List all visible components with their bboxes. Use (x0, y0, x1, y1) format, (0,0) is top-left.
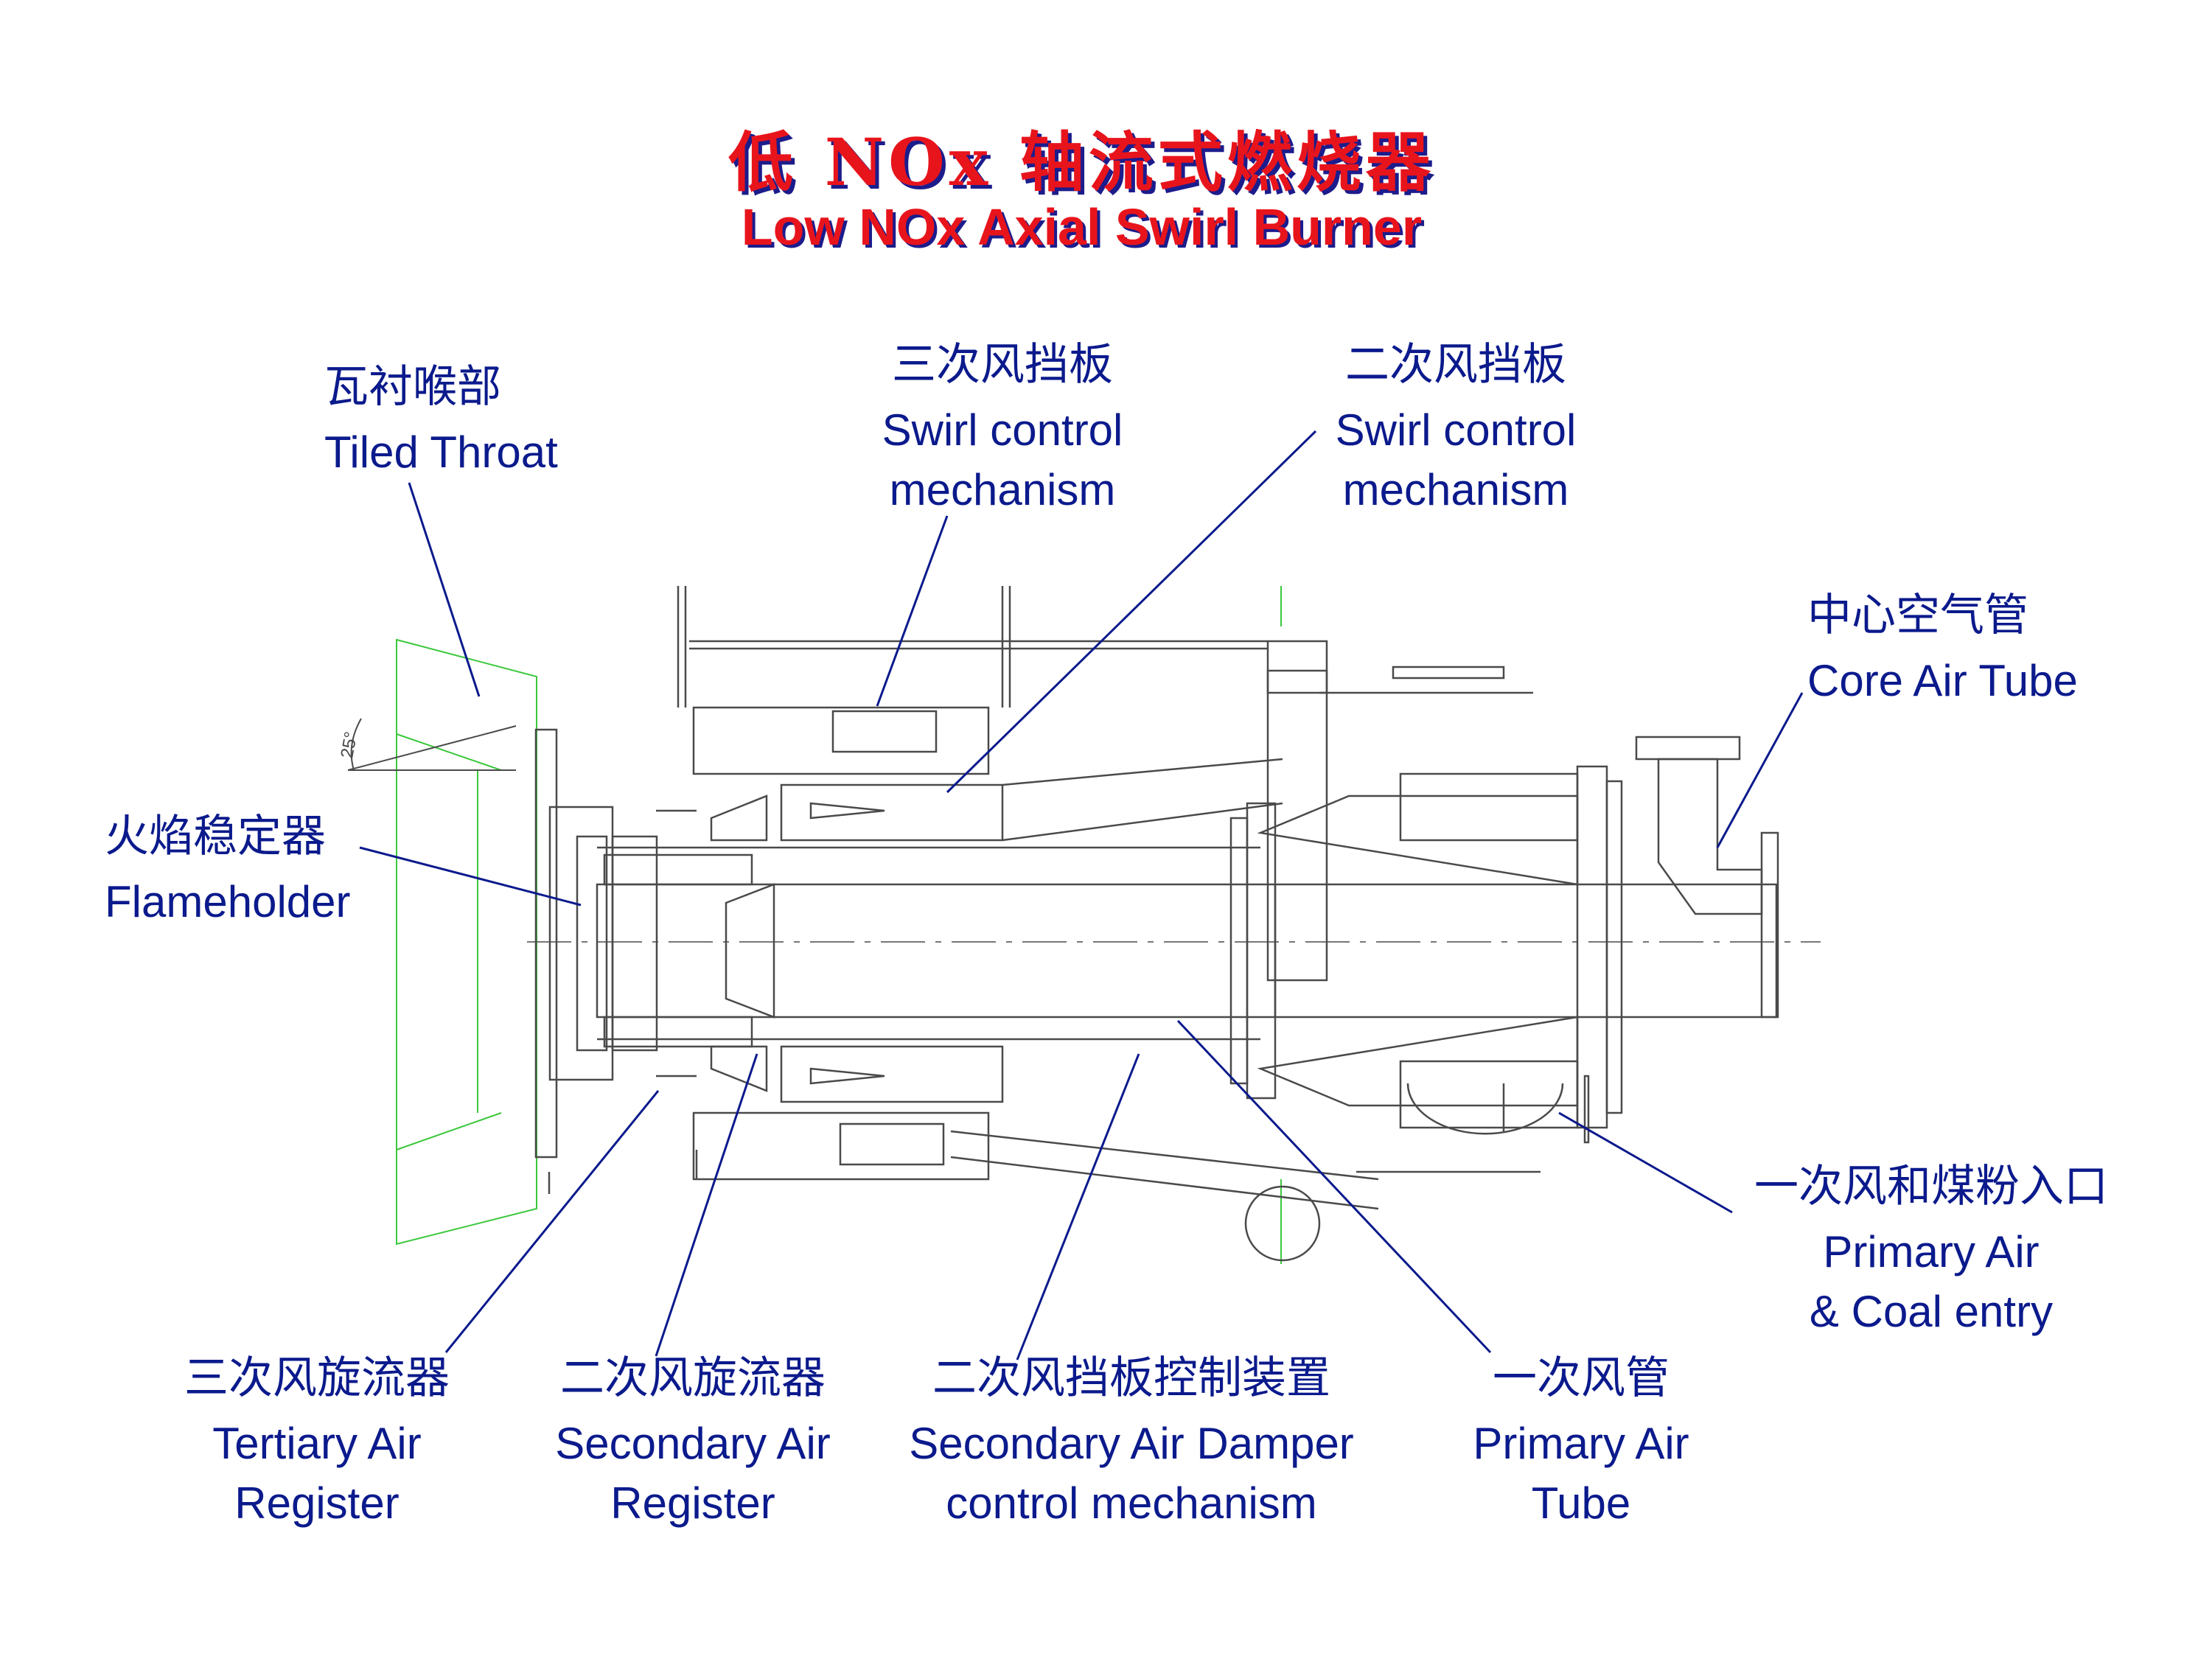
primary-air-tube-en1: Primary Air (1473, 1419, 1689, 1468)
flameholder-cn: 火焰稳定器 (105, 811, 326, 862)
label-primary-air-coal-entry: 一次风和煤粉入口 Primary Air & Coal entry (1725, 1164, 2138, 1341)
tiled-throat-cn: 瓦衬喉部 (324, 361, 501, 413)
tertiary-swirl-control-en1: Swirl control (882, 405, 1123, 455)
page-title-cn: 低 NOx 轴流式燃烧器 (728, 124, 1435, 200)
tiled-throat-en: Tiled Throat (324, 427, 558, 477)
secondary-air-damper-en2: control mechanism (946, 1478, 1317, 1528)
angle-label: 25° (337, 730, 361, 760)
tertiary-swirl-control-cn: 三次风挡板 (892, 339, 1113, 391)
label-tiled-throat: 瓦衬喉部 Tiled Throat (324, 365, 558, 482)
label-tertiary-air-register: 三次风旋流器 Tertiary Air Register (155, 1356, 479, 1533)
leader-lines (359, 430, 1804, 1361)
secondary-air-damper-cn: 二次风挡板控制装置 (932, 1352, 1330, 1404)
primary-air-coal-entry-cn: 一次风和煤粉入口 (1754, 1161, 2108, 1212)
secondary-swirl-control-en2: mechanism (1342, 465, 1569, 514)
tertiary-air-register-cn: 三次风旋流器 (184, 1352, 450, 1404)
tertiary-air-register-en1: Tertiary Air (212, 1419, 422, 1468)
label-secondary-air-register: 二次风旋流器 Secondary Air Register (527, 1356, 859, 1533)
label-secondary-air-damper: 二次风挡板控制装置 Secondary Air Damper control m… (877, 1356, 1386, 1533)
primary-air-coal-entry-en2: & Coal entry (1809, 1287, 2054, 1336)
secondary-swirl-control-en1: Swirl control (1335, 405, 1577, 455)
secondary-air-damper-en1: Secondary Air Damper (909, 1419, 1354, 1468)
core-air-tube-cn: 中心空气管 (1807, 590, 2028, 641)
label-primary-air-tube: 一次风管 Primary Air Tube (1430, 1356, 1732, 1533)
label-core-air-tube: 中心空气管 Core Air Tube (1807, 593, 2078, 710)
primary-air-tube-cn: 一次风管 (1493, 1352, 1670, 1404)
secondary-swirl-control-cn: 二次风挡板 (1345, 339, 1566, 391)
label-tertiary-swirl-control: 三次风挡板 Swirl control mechanism (848, 343, 1157, 520)
tertiary-air-register-en2: Register (234, 1478, 400, 1528)
page-title-en: Low NOx Axial Swirl Burner (741, 198, 1423, 256)
secondary-air-register-cn: 二次风旋流器 (560, 1352, 826, 1404)
tiled-throat-outline (396, 586, 1282, 1264)
label-secondary-swirl-control: 二次风挡板 Swirl control mechanism (1301, 343, 1611, 520)
flameholder-en: Flameholder (105, 877, 351, 926)
tertiary-swirl-control-en2: mechanism (889, 465, 1116, 514)
primary-air-tube-en2: Tube (1531, 1478, 1631, 1528)
burner-body (534, 586, 1779, 1262)
core-air-tube-en: Core Air Tube (1807, 656, 2078, 705)
angle-mark (347, 718, 517, 771)
primary-air-coal-entry-en1: Primary Air (1823, 1227, 2040, 1276)
label-flameholder: 火焰稳定器 Flameholder (105, 814, 351, 932)
secondary-air-register-en1: Secondary Air (555, 1419, 831, 1468)
secondary-air-register-en2: Register (610, 1478, 775, 1528)
